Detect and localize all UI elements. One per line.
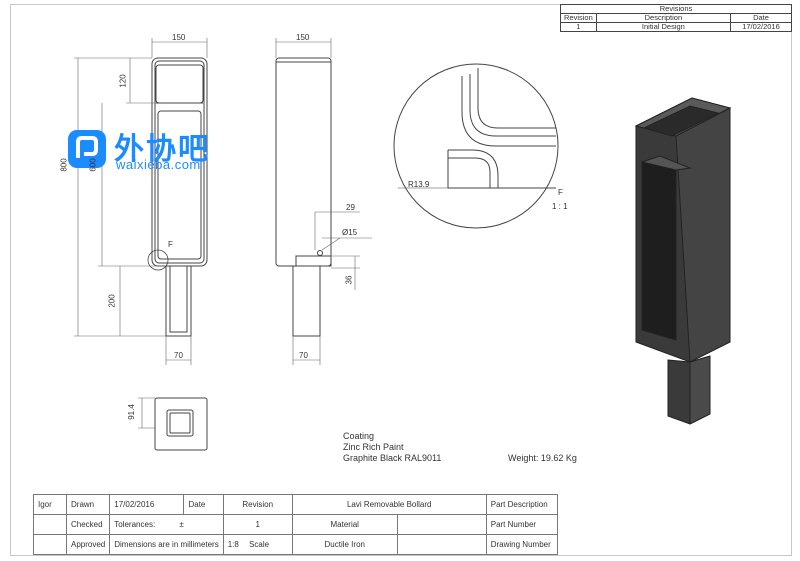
scale-label: Scale xyxy=(249,540,270,549)
dim-radius: R13.9 xyxy=(408,180,430,189)
dim-height-total: 800 xyxy=(59,158,69,172)
checked-label: Checked xyxy=(65,514,111,535)
drawing-frame xyxy=(10,4,792,556)
dim-stem-width-front: 70 xyxy=(174,351,183,360)
drawing-number-label: Drawing Number xyxy=(485,534,558,555)
scale-value: 1:8 xyxy=(227,540,239,549)
title-block: Igor Drawn 17/02/2016 Date Revision Lavi… xyxy=(33,494,558,555)
revisions-table: Revisions Revision Description Date 1 In… xyxy=(560,4,792,32)
rev-row-description: Initial Design xyxy=(595,22,732,32)
isometric-view xyxy=(634,97,732,425)
author: Igor xyxy=(33,494,67,515)
dim-top-section: 120 xyxy=(118,74,128,88)
dim-inner-height: 600 xyxy=(88,158,98,172)
detail-callout-label: F xyxy=(168,240,173,249)
scale-cell: 1:8 Scale xyxy=(222,534,293,555)
dim-stem-width-side: 70 xyxy=(299,351,308,360)
front-view xyxy=(147,57,208,337)
revision-label: Revision xyxy=(222,494,293,515)
dim-base-size: 91.4 xyxy=(126,404,136,420)
part-name: Lavi Removable Bollard xyxy=(291,494,487,515)
part-desc-label: Part Description xyxy=(485,494,558,515)
units-note: Dimensions are in millimeters xyxy=(109,534,224,555)
top-view xyxy=(154,397,208,451)
coating-line-1: Zinc Rich Paint xyxy=(343,442,404,452)
rev-row-date: 17/02/2016 xyxy=(730,22,792,32)
detail-view-f xyxy=(393,63,559,229)
dim-side-width: 150 xyxy=(296,33,310,42)
revision-value: 1 xyxy=(222,514,293,535)
dim-hole-offset: 29 xyxy=(346,203,355,212)
side-view xyxy=(275,57,332,337)
drawn-date: 17/02/2016 xyxy=(109,494,185,515)
drawn-label: Drawn xyxy=(65,494,111,515)
date-label: Date xyxy=(183,494,224,515)
part-number-label: Part Number xyxy=(485,514,558,535)
material-value: Ductile Iron xyxy=(291,534,398,555)
tolerances: Tolerances: ± xyxy=(109,514,224,535)
watermark-url: waixieba.com xyxy=(116,157,201,172)
weight-note: Weight: 19.62 Kg xyxy=(508,453,577,463)
coating-label: Coating xyxy=(343,431,375,441)
dim-hole-height: 36 xyxy=(344,275,354,285)
detail-scale: 1 : 1 xyxy=(552,202,568,211)
material-label: Material xyxy=(291,514,398,535)
approved-label: Approved xyxy=(65,534,111,555)
detail-label: F xyxy=(558,188,563,197)
coating-line-2: Graphite Black RAL9011 xyxy=(343,453,442,463)
dim-front-width: 150 xyxy=(172,33,186,42)
dim-stem-height: 200 xyxy=(107,294,117,308)
watermark-text-cn: 外协吧 xyxy=(114,133,210,166)
dim-hole-dia: Ø15 xyxy=(342,228,358,237)
tolerances-label: Tolerances: xyxy=(114,520,156,529)
tolerances-value: ± xyxy=(179,520,184,529)
